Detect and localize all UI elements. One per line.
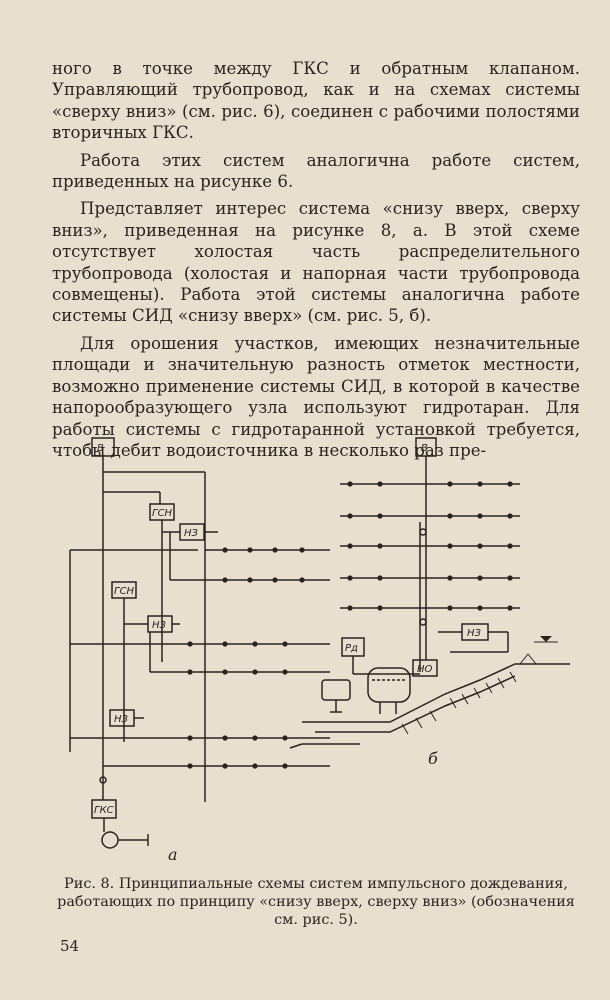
label-gsn-2: ГСН (114, 586, 135, 597)
schematic-diagram: В ГСН НЗ (69, 437, 570, 864)
pump-a (101, 831, 119, 849)
paragraph-2: Работа этих систем аналогична работе сис… (52, 150, 580, 192)
paragraph-1: ного в точке между ГКС и обратным клапан… (52, 59, 580, 143)
label-rd: Рд (345, 643, 358, 654)
ram-tank (367, 667, 411, 703)
scheme-b: В НЗ (289, 437, 570, 768)
label-sub-a: а (168, 845, 178, 864)
label-gsn-1: ГСН (152, 508, 173, 519)
label-no: НО (417, 664, 433, 675)
paragraph-3: Представляет интерес система «снизу ввер… (52, 199, 580, 326)
pressure-chamber (321, 679, 351, 701)
figure-8: В ГСН НЗ (40, 432, 585, 872)
label-nz-1: НЗ (184, 528, 199, 539)
label-nz-2: НЗ (152, 620, 167, 631)
label-v-a: В (97, 443, 104, 454)
label-v-b: В (421, 443, 428, 454)
body-text: ного в точке между ГКС и обратным клапан… (52, 58, 580, 467)
label-nz-b: НЗ (467, 628, 482, 639)
sprinklers-b (347, 481, 513, 611)
label-sub-b: б (428, 749, 438, 768)
ground-hatching (401, 671, 517, 735)
no-box (412, 659, 438, 677)
label-gks: ГКС (94, 805, 114, 816)
scheme-a: В ГСН НЗ (69, 437, 330, 864)
figure-caption: Рис. 8. Принципиальные схемы систем импу… (57, 876, 575, 928)
paragraph-4: Для орошения участков, имеющих незначите… (52, 333, 580, 460)
terrain-line (302, 663, 570, 723)
label-nz-3: НЗ (114, 714, 129, 725)
sprinklers-a (187, 547, 305, 769)
page-number: 54 (60, 937, 80, 955)
